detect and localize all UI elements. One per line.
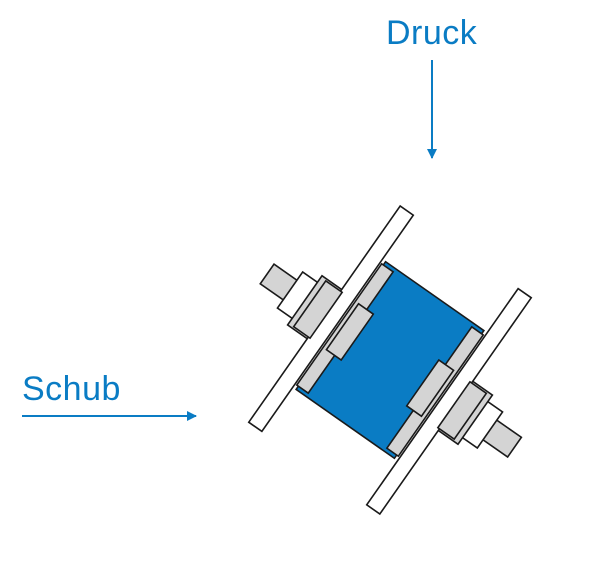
schub-label: Schub — [22, 370, 121, 408]
druck-label: Druck — [386, 14, 478, 52]
inner-hex-right — [405, 358, 455, 418]
inner-hex-left — [325, 302, 375, 362]
outer-nut-right — [436, 380, 488, 441]
mount-assembly — [247, 204, 533, 516]
outer-nut-left — [292, 279, 344, 340]
